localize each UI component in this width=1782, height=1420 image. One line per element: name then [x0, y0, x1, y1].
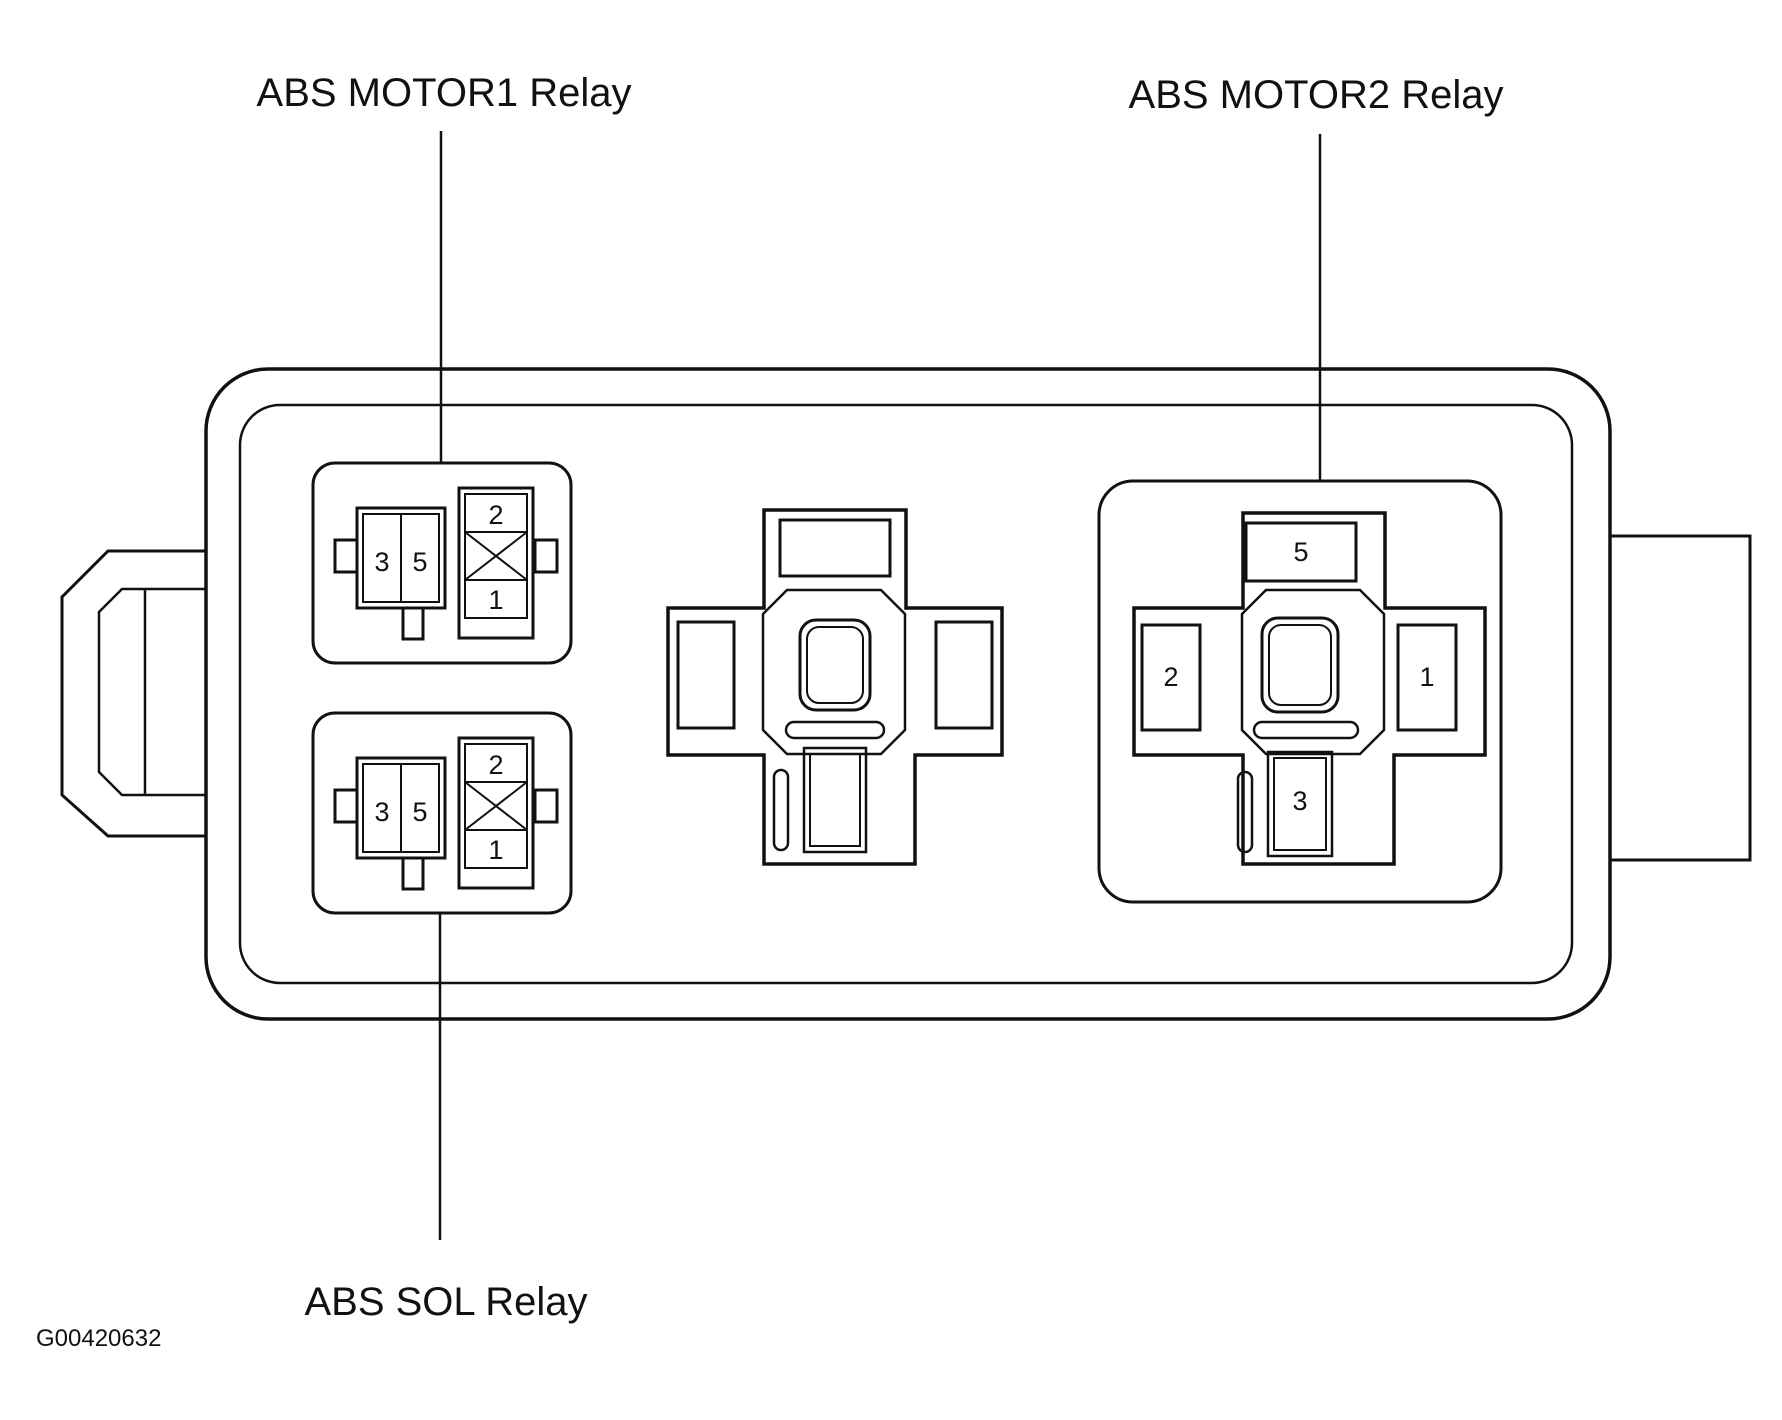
motor1-pin-2: 2: [488, 500, 503, 530]
motor2-pin-3: 3: [1292, 786, 1307, 816]
motor1-pin-3: 3: [374, 547, 389, 577]
sol-pin-3: 3: [374, 797, 389, 827]
motor2-pin-5: 5: [1293, 537, 1308, 567]
motor2-pin-1: 1: [1419, 662, 1434, 692]
motor1-relay-socket: 3 5 2 1: [311, 461, 573, 665]
sol-relay-socket: 3 5 2 1: [311, 711, 573, 915]
center-relay-socket: [666, 508, 1004, 866]
motor2-relay-socket: 5 2 1 3: [1097, 479, 1503, 904]
sol-pin-1: 1: [488, 835, 503, 865]
sol-pin-2: 2: [488, 750, 503, 780]
figure-code: G00420632: [36, 1325, 161, 1352]
motor2-relay-label: ABS MOTOR2 Relay: [1129, 73, 1504, 117]
relay-block-housing: [60, 367, 1752, 1021]
sol-pin-5: 5: [412, 797, 427, 827]
motor1-relay-label: ABS MOTOR1 Relay: [257, 71, 632, 115]
motor1-pin-5: 5: [412, 547, 427, 577]
sol-relay-label: ABS SOL Relay: [304, 1280, 587, 1324]
motor1-pin-1: 1: [488, 585, 503, 615]
motor2-pin-2: 2: [1163, 662, 1178, 692]
